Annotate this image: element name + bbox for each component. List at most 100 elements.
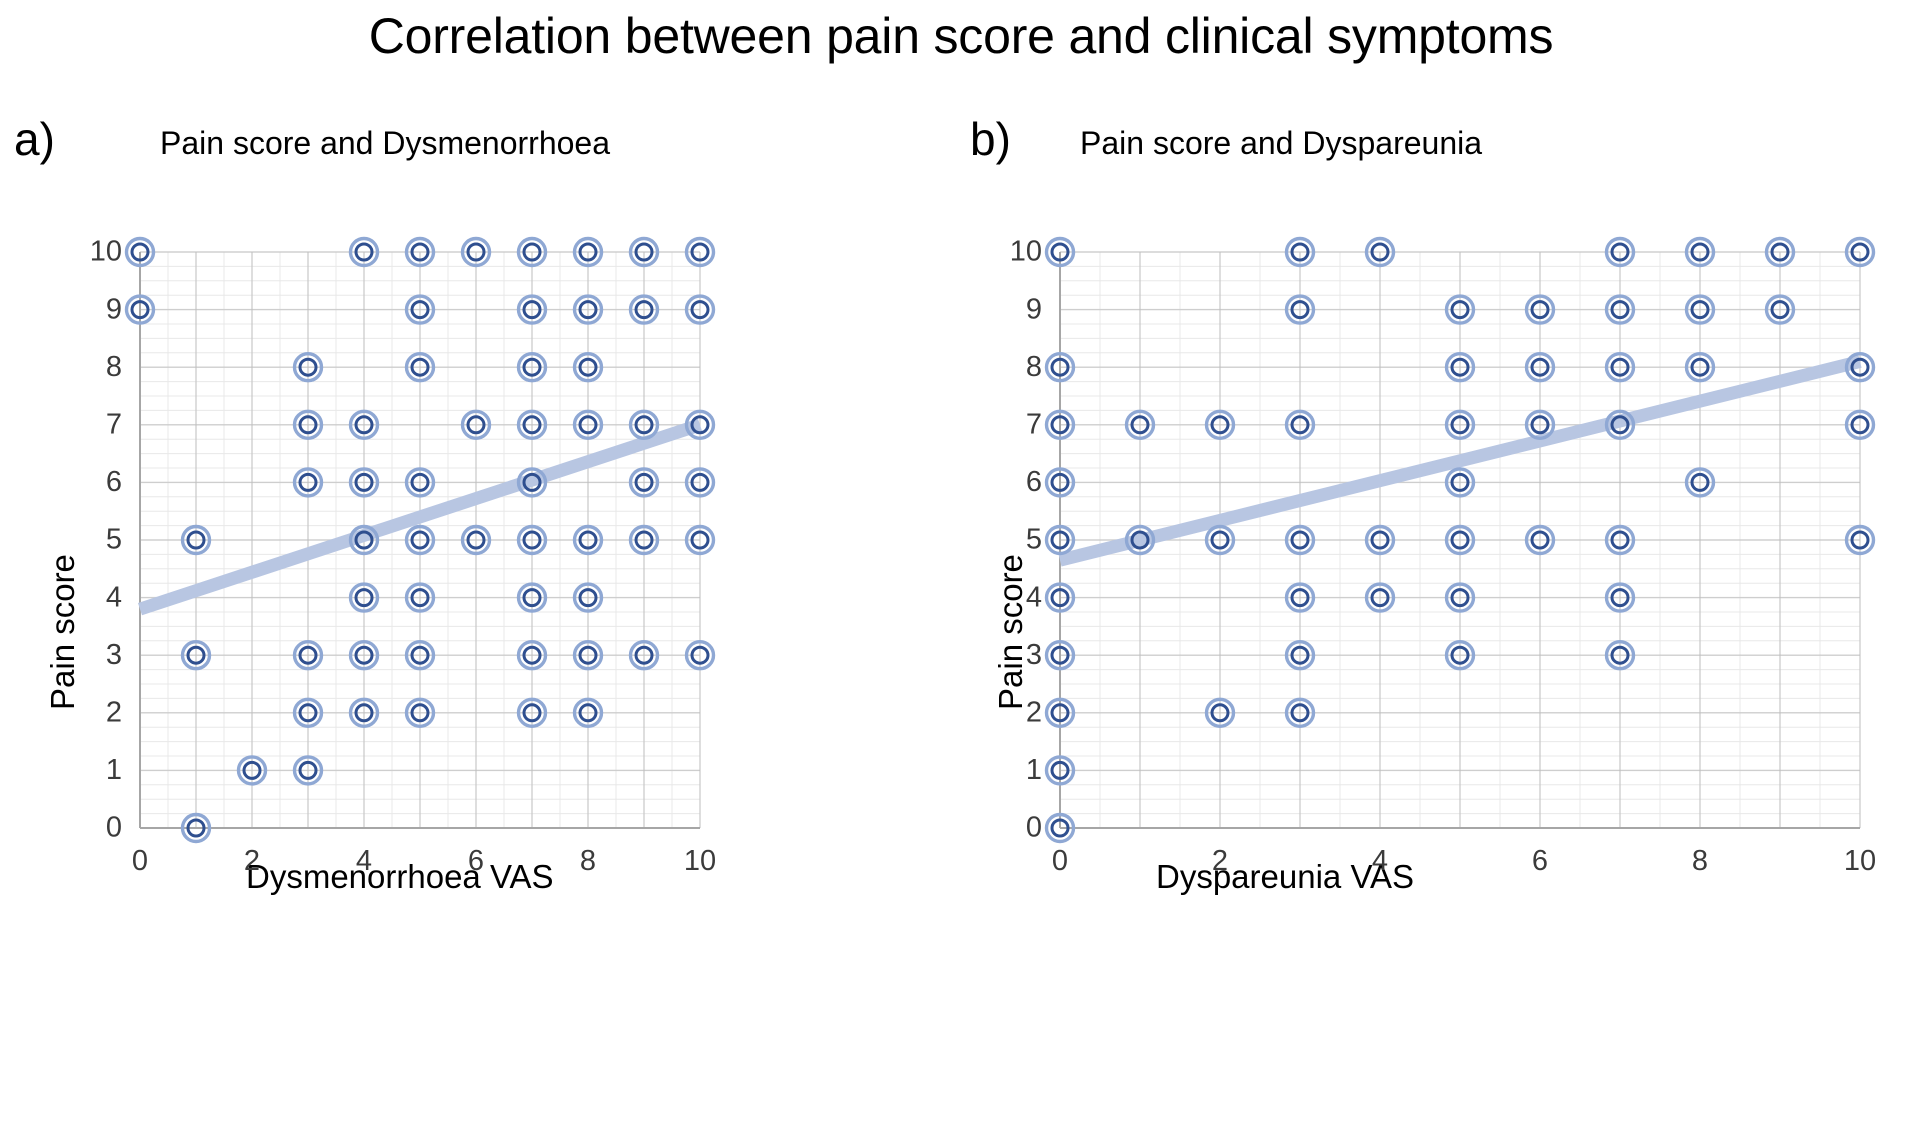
data-point [404, 697, 436, 728]
data-point [1764, 294, 1796, 325]
data-point [572, 409, 604, 440]
x-tick-label: 4 [356, 845, 372, 877]
data-point [572, 352, 604, 383]
y-tick-label: 8 [106, 351, 122, 383]
data-point [1044, 582, 1076, 613]
y-tick-label: 2 [106, 696, 122, 728]
data-point [1364, 582, 1396, 613]
data-point [1284, 697, 1316, 728]
x-tick-label: 6 [1532, 845, 1548, 877]
data-point [684, 409, 716, 440]
x-tick-label: 0 [132, 845, 148, 877]
data-point [1124, 409, 1156, 440]
data-point [180, 524, 212, 556]
data-point [404, 640, 436, 671]
x-tick-label: 10 [1844, 845, 1876, 877]
data-point [348, 582, 380, 613]
data-point [348, 467, 380, 498]
x-tick-label: 2 [1212, 845, 1228, 877]
data-point [1284, 409, 1316, 440]
data-point [628, 236, 660, 268]
data-point [1524, 352, 1556, 383]
data-point [516, 640, 548, 671]
panel-subtitle-a: Pain score and Dysmenorrhoea [160, 125, 611, 161]
data-point [516, 697, 548, 728]
data-point [1044, 409, 1076, 440]
data-point [292, 467, 324, 498]
grid-major [139, 251, 701, 829]
data-point [1684, 352, 1716, 383]
data-point [1604, 640, 1636, 671]
trendline [1058, 355, 1862, 567]
data-point [292, 755, 324, 786]
y-tick-label: 2 [1026, 696, 1042, 728]
x-axis-title-b: Dyspareunia VAS [1156, 858, 1415, 895]
data-point [1684, 294, 1716, 325]
data-point [1844, 524, 1876, 556]
data-point [124, 294, 156, 325]
data-point [1284, 524, 1316, 556]
data-point [348, 697, 380, 728]
data-point [1764, 236, 1796, 268]
data-point [1524, 524, 1556, 556]
data-point [180, 812, 212, 844]
data-point [1684, 467, 1716, 498]
data-point [236, 755, 268, 786]
data-point [572, 640, 604, 671]
data-point [460, 524, 492, 556]
data-point [516, 582, 548, 613]
data-point [1444, 409, 1476, 440]
y-tick-label: 1 [106, 754, 122, 786]
data-point [1444, 294, 1476, 325]
data-point [628, 409, 660, 440]
data-points [1044, 236, 1876, 844]
data-point [684, 467, 716, 498]
data-point [1444, 582, 1476, 613]
data-point [404, 582, 436, 613]
data-point [572, 697, 604, 728]
data-point [404, 352, 436, 383]
data-point [292, 697, 324, 728]
data-point [684, 236, 716, 268]
chart-panel-b: b) Pain score and Dyspareunia Pain score… [960, 110, 1922, 1120]
trendline [137, 418, 703, 616]
data-point [292, 640, 324, 671]
data-point [1044, 812, 1076, 844]
data-point [404, 294, 436, 325]
data-point [1364, 524, 1396, 556]
panel-letter-b: b) [970, 113, 1011, 165]
y-tick-label: 10 [90, 236, 122, 268]
data-points [124, 236, 716, 844]
data-point [1604, 409, 1636, 440]
data-point [516, 294, 548, 325]
data-point [1284, 582, 1316, 613]
data-point [1524, 409, 1556, 440]
data-point [1844, 236, 1876, 268]
data-point [1044, 697, 1076, 728]
data-point [1844, 409, 1876, 440]
data-point [1124, 524, 1156, 556]
data-point [572, 582, 604, 613]
data-point [460, 409, 492, 440]
x-tick-label: 0 [1052, 845, 1068, 877]
data-point [516, 524, 548, 556]
data-point [404, 524, 436, 556]
data-point [1604, 294, 1636, 325]
data-point [572, 236, 604, 268]
data-point [348, 640, 380, 671]
y-tick-label: 0 [1026, 812, 1042, 844]
data-point [1044, 755, 1076, 786]
data-point [684, 640, 716, 671]
y-tick-label: 6 [1026, 466, 1042, 498]
x-tick-label: 6 [468, 845, 484, 877]
data-point [1204, 409, 1236, 440]
data-point [292, 409, 324, 440]
y-tick-label: 3 [1026, 639, 1042, 671]
